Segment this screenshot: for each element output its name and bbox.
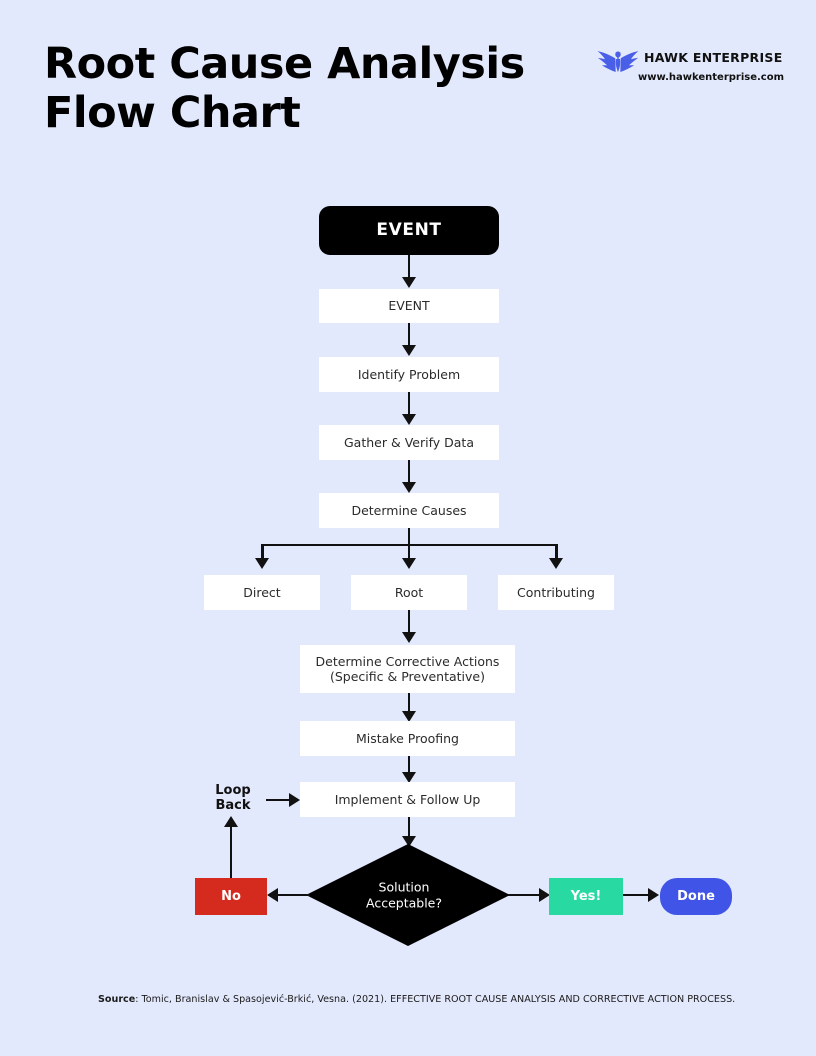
source-text: : Tomic, Branislav & Spasojević-Brkić, V… [135,994,736,1005]
node-root[interactable]: Root [351,575,467,610]
arrowhead-down [401,277,416,288]
arrowhead-down [401,711,416,722]
arrowhead-left [267,887,278,902]
arrowhead-down [401,772,416,783]
connector-identify-to-gather [407,392,411,416]
arrowhead-right [648,887,659,902]
connector-mistake-to-implement [407,756,411,776]
connector-yes-to-done [623,893,649,897]
connector-loopback-to-implement [266,798,290,802]
loop-back-label: Loop Back [215,783,251,814]
node-contributing[interactable]: Contributing [498,575,614,610]
connector-bus-to-direct [261,543,264,561]
node-no[interactable]: No [195,878,267,915]
arrowhead-down [401,414,416,425]
connector-corrective-to-mistake [407,693,411,713]
source-citation: Source: Tomic, Branislav & Spasojević-Br… [98,994,738,1005]
arrowhead-down [401,558,416,569]
connector-determine-to-bus [407,528,411,546]
source-label: Source [98,994,136,1005]
arrowhead-up [223,816,238,827]
brand-name: HAWK ENTERPRISE [644,50,783,65]
arrowhead-down [401,836,416,847]
node-event-terminal[interactable]: EVENT [319,206,499,255]
arrowhead-down [549,558,563,569]
node-mistake-proofing[interactable]: Mistake Proofing [300,721,515,756]
arrowhead-down [401,345,416,356]
node-solution-acceptable-label: Solution Acceptable? [366,879,442,910]
connector-root-to-corrective [407,610,411,634]
node-determine-causes[interactable]: Determine Causes [319,493,499,528]
brand-lockup: HAWK ENTERPRISE www.hawkenterprise.com [596,44,784,94]
arrowhead-down [401,632,416,643]
node-identify-problem[interactable]: Identify Problem [319,357,499,392]
node-gather-verify-data[interactable]: Gather & Verify Data [319,425,499,460]
node-event[interactable]: EVENT [319,289,499,323]
page-title: Root Cause Analysis Flow Chart [44,39,525,138]
hawk-eagle-icon [596,46,640,76]
node-solution-acceptable[interactable]: Solution Acceptable? [306,844,510,946]
arrowhead-down [255,558,269,569]
node-yes[interactable]: Yes! [549,878,623,915]
arrowhead-right [289,792,300,807]
arrowhead-down [401,482,416,493]
node-determine-corrective-actions[interactable]: Determine Corrective Actions (Specific &… [300,645,515,693]
connector-decision-to-yes [508,893,540,897]
arrowhead-right [539,887,550,902]
connector-gather-to-determine [407,460,411,484]
connector-decision-to-no [278,893,310,897]
connector-bus-to-contributing [555,543,558,561]
connector-event-terminal-to-event [407,255,411,279]
connector-no-to-loopback [229,826,233,878]
connector-event-to-identify [407,323,411,347]
node-implement-follow-up[interactable]: Implement & Follow Up [300,782,515,817]
connector-implement-to-decision [407,817,411,839]
connector-bus-to-root [407,543,411,561]
node-direct[interactable]: Direct [204,575,320,610]
brand-url[interactable]: www.hawkenterprise.com [638,72,785,83]
node-done[interactable]: Done [660,878,732,915]
